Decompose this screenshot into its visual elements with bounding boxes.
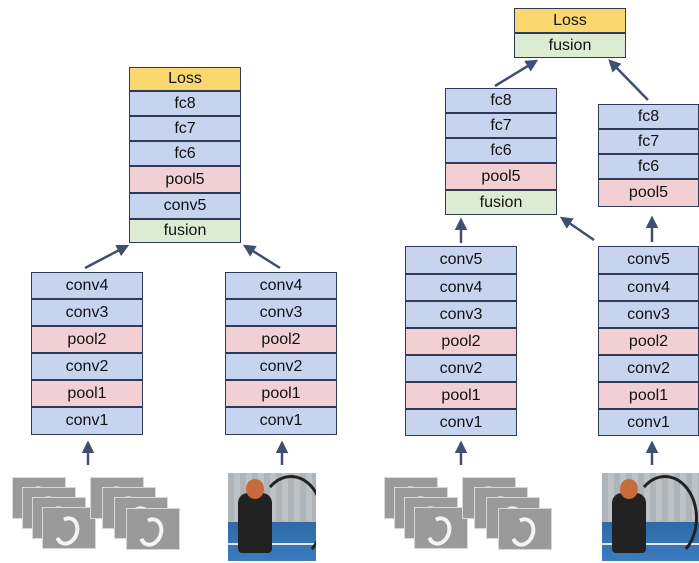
flow-frame xyxy=(42,507,96,549)
flow-frame xyxy=(126,508,180,550)
rightA-conv5-block: conv5 xyxy=(405,246,517,274)
left-fc7-block: fc7 xyxy=(129,116,241,141)
arrow-rightA-to-top-fusion xyxy=(494,59,539,88)
rightB-conv2-block: conv2 xyxy=(598,355,699,382)
left-fusion-block: fusion xyxy=(129,219,241,243)
flow-frame xyxy=(414,507,468,549)
leftA-conv1-block: conv1 xyxy=(31,407,143,435)
rightB-fc8-block: fc8 xyxy=(598,104,699,129)
leftB-conv1-block: conv1 xyxy=(225,407,337,435)
rightA-fc8-block: fc8 xyxy=(445,88,557,113)
leftB-pool2-block: pool2 xyxy=(225,326,337,353)
leftA-pool1-block: pool1 xyxy=(31,380,143,407)
rightA-fusion-block: fusion xyxy=(445,190,557,215)
leftB-conv4-block: conv4 xyxy=(225,272,337,299)
rightA-conv1-block: conv1 xyxy=(405,409,517,436)
arrow-leftB-to-fusion xyxy=(242,244,281,270)
leftB-pool1-block: pool1 xyxy=(225,380,337,407)
rightB-conv3-block: conv3 xyxy=(598,301,699,328)
leftB-rgb-frame xyxy=(228,473,316,561)
rightB-rgb-frame xyxy=(602,473,699,561)
flow-frame xyxy=(498,508,552,550)
right-fusion-top-block: fusion xyxy=(514,33,626,58)
left-pool5-block: pool5 xyxy=(129,166,241,193)
rightA-conv4-block: conv4 xyxy=(405,274,517,301)
rightA-pool1-block: pool1 xyxy=(405,382,517,409)
rightA-pool5-block: pool5 xyxy=(445,163,557,190)
left-loss-block: Loss xyxy=(129,67,241,91)
leftA-conv3-block: conv3 xyxy=(31,299,143,326)
rightB-fc7-block: fc7 xyxy=(598,129,699,154)
rightA-conv3-block: conv3 xyxy=(405,301,517,328)
rightB-pool5-block: pool5 xyxy=(598,179,699,207)
rightB-pool1-block: pool1 xyxy=(598,382,699,409)
arrow-leftA-to-fusion xyxy=(84,244,130,270)
left-fc6-block: fc6 xyxy=(129,141,241,166)
arrow-rightB-conv5-to-fusion xyxy=(559,216,595,242)
arrow-rightB-to-top-fusion xyxy=(608,59,649,101)
left-fc8-block: fc8 xyxy=(129,91,241,116)
rightA-conv2-block: conv2 xyxy=(405,355,517,382)
right-loss-block: Loss xyxy=(514,8,626,33)
rightA-fc7-block: fc7 xyxy=(445,113,557,138)
left-conv5-block: conv5 xyxy=(129,193,241,219)
rightB-conv1-block: conv1 xyxy=(598,409,699,436)
rightB-pool2-block: pool2 xyxy=(598,328,699,355)
rightB-conv5-block: conv5 xyxy=(598,246,699,274)
leftA-conv4-block: conv4 xyxy=(31,272,143,299)
rightA-fc6-block: fc6 xyxy=(445,138,557,163)
leftB-conv3-block: conv3 xyxy=(225,299,337,326)
leftB-conv2-block: conv2 xyxy=(225,353,337,380)
rightA-pool2-block: pool2 xyxy=(405,328,517,355)
leftA-pool2-block: pool2 xyxy=(31,326,143,353)
leftA-conv2-block: conv2 xyxy=(31,353,143,380)
rightB-conv4-block: conv4 xyxy=(598,274,699,301)
